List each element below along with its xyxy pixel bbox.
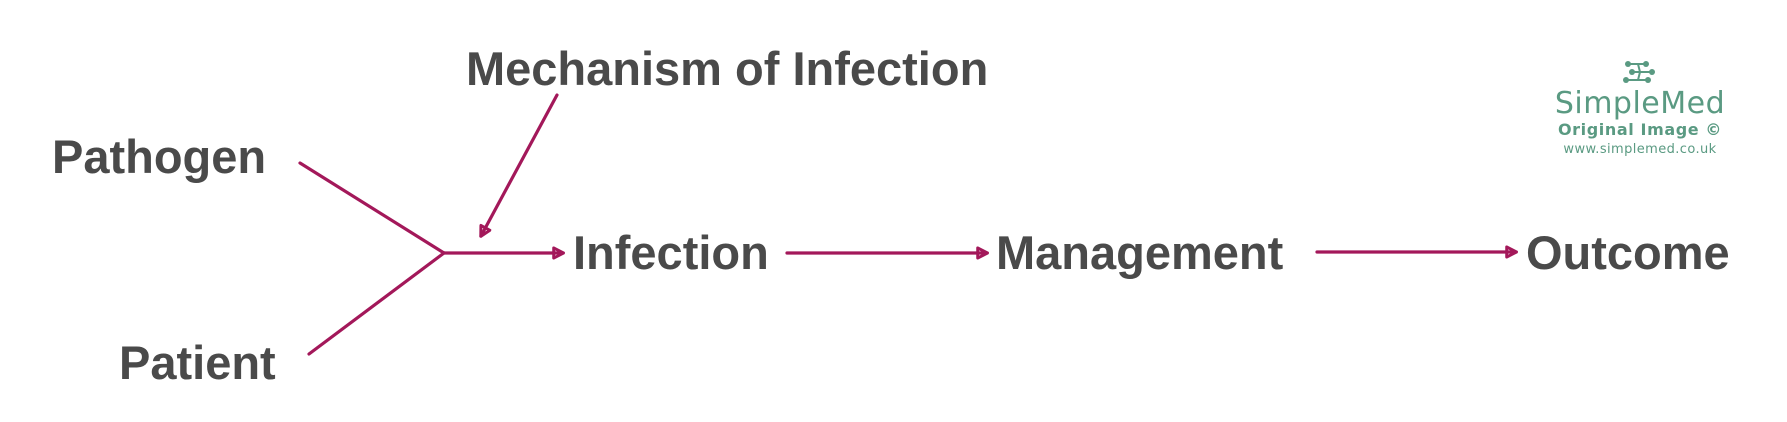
pathogen-connector xyxy=(298,161,446,255)
node-mechanism-of-infection: Mechanism of Infection xyxy=(466,42,989,95)
node-patient: Patient xyxy=(119,336,276,389)
mechanism-arrow xyxy=(481,93,559,236)
node-outcome: Outcome xyxy=(1526,226,1730,279)
watermark-url: www.simplemed.co.uk xyxy=(1563,141,1717,157)
watermark-brand-name: SimpleMed xyxy=(1554,86,1726,121)
watermark-subtitle: Original Image © xyxy=(1557,119,1723,139)
node-infection: Infection xyxy=(573,226,769,279)
node-management: Management xyxy=(996,226,1284,279)
patient-connector xyxy=(307,251,446,356)
node-pathogen: Pathogen xyxy=(52,130,267,183)
molecule-icon xyxy=(1623,61,1655,83)
simplemed-watermark: SimpleMed Original Image © www.simplemed… xyxy=(1540,58,1740,160)
